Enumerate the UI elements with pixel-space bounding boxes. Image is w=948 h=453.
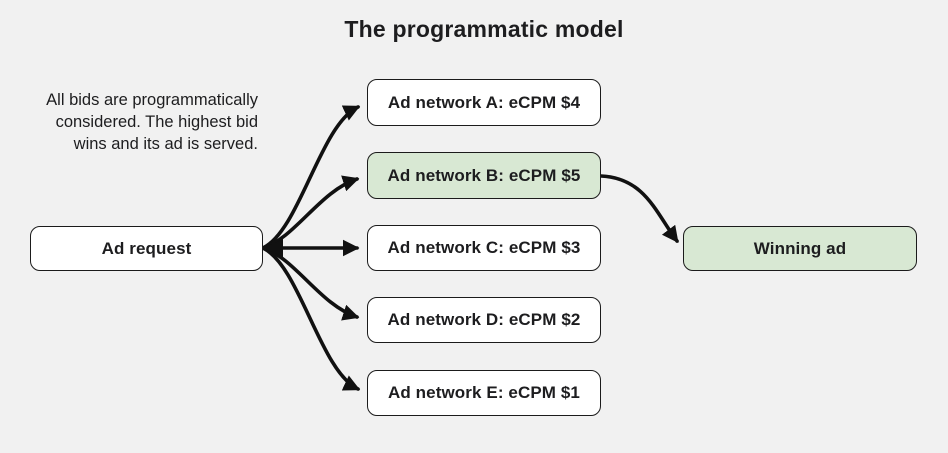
node-ad-network-a: Ad network A: eCPM $4 xyxy=(367,79,601,126)
node-ad-network-e-label: Ad network E: eCPM $1 xyxy=(388,383,580,402)
node-ad-network-c: Ad network C: eCPM $3 xyxy=(367,225,601,271)
fanout-wedge xyxy=(264,239,283,257)
edge-b-to-winning xyxy=(599,174,679,243)
note-line-1: All bids are programmatically xyxy=(46,91,258,109)
node-ad-network-d: Ad network D: eCPM $2 xyxy=(367,297,601,343)
node-winning-ad-label: Winning ad xyxy=(753,238,847,258)
edge-request-to-d xyxy=(261,246,360,321)
node-ad-network-d-label: Ad network D: eCPM $2 xyxy=(387,310,581,329)
node-ad-request-label: Ad request xyxy=(101,238,192,258)
note-line-2: considered. The highest bid xyxy=(55,113,258,131)
edge-request-to-a xyxy=(261,105,361,250)
node-ad-network-b: Ad network B: eCPM $5 xyxy=(367,152,601,199)
diagram-title: The programmatic model xyxy=(344,16,624,42)
node-winning-ad: Winning ad xyxy=(683,226,917,271)
edge-request-to-e xyxy=(261,246,361,391)
description-note: All bids are programmatically considered… xyxy=(12,89,258,155)
note-line-3: wins and its ad is served. xyxy=(73,135,258,153)
node-ad-request: Ad request xyxy=(30,226,263,271)
node-ad-network-c-label: Ad network C: eCPM $3 xyxy=(387,238,581,257)
node-ad-network-a-label: Ad network A: eCPM $4 xyxy=(387,92,581,112)
node-ad-network-b-label: Ad network B: eCPM $5 xyxy=(387,165,581,185)
edge-request-to-b xyxy=(261,175,360,250)
node-ad-network-e: Ad network E: eCPM $1 xyxy=(367,370,601,416)
